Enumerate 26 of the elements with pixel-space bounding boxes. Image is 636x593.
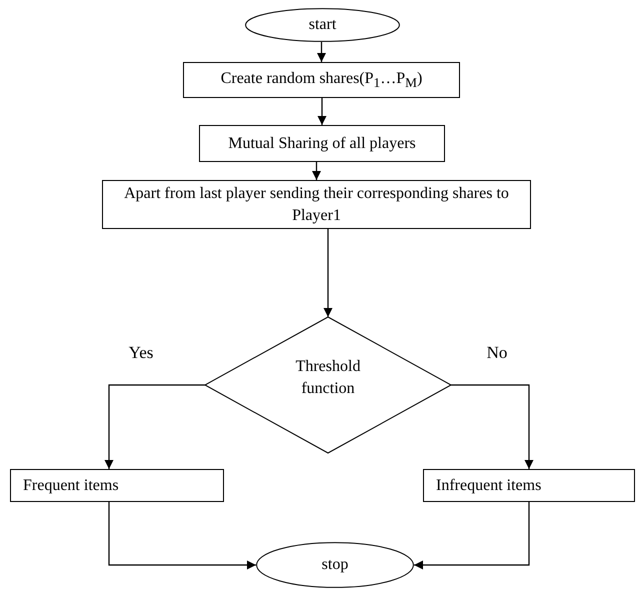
- arrow: [312, 162, 321, 180]
- arrow: [324, 229, 332, 317]
- edge-label: No: [486, 343, 508, 363]
- arrow: [451, 384, 534, 469]
- arrow: [108, 502, 256, 570]
- node-text: Infrequent items: [436, 476, 542, 496]
- node-text: Frequent items: [23, 476, 119, 496]
- process-box: [423, 469, 635, 502]
- decision-diamond: [205, 317, 451, 453]
- arrow: [104, 384, 205, 469]
- process-box: [183, 62, 460, 98]
- terminal-oval: [245, 8, 400, 42]
- arrow: [318, 98, 326, 125]
- edge-label: Yes: [128, 343, 154, 363]
- process-box: [10, 469, 224, 502]
- process-box: [199, 125, 445, 162]
- arrow: [317, 42, 326, 62]
- node-text: Threshold function: [294, 357, 362, 399]
- process-box: [102, 180, 531, 229]
- node-text: stop: [322, 555, 348, 576]
- node-text: Mutual Sharing of all players: [228, 134, 416, 154]
- arrow: [414, 502, 530, 570]
- node-text: Create random shares(P$_{1}$…P$_{M}$): [220, 68, 422, 92]
- terminal-oval: [256, 542, 414, 588]
- node-text: start: [308, 15, 336, 36]
- node-text: Apart from last player sending their corresponding shares to Player1: [123, 184, 510, 226]
